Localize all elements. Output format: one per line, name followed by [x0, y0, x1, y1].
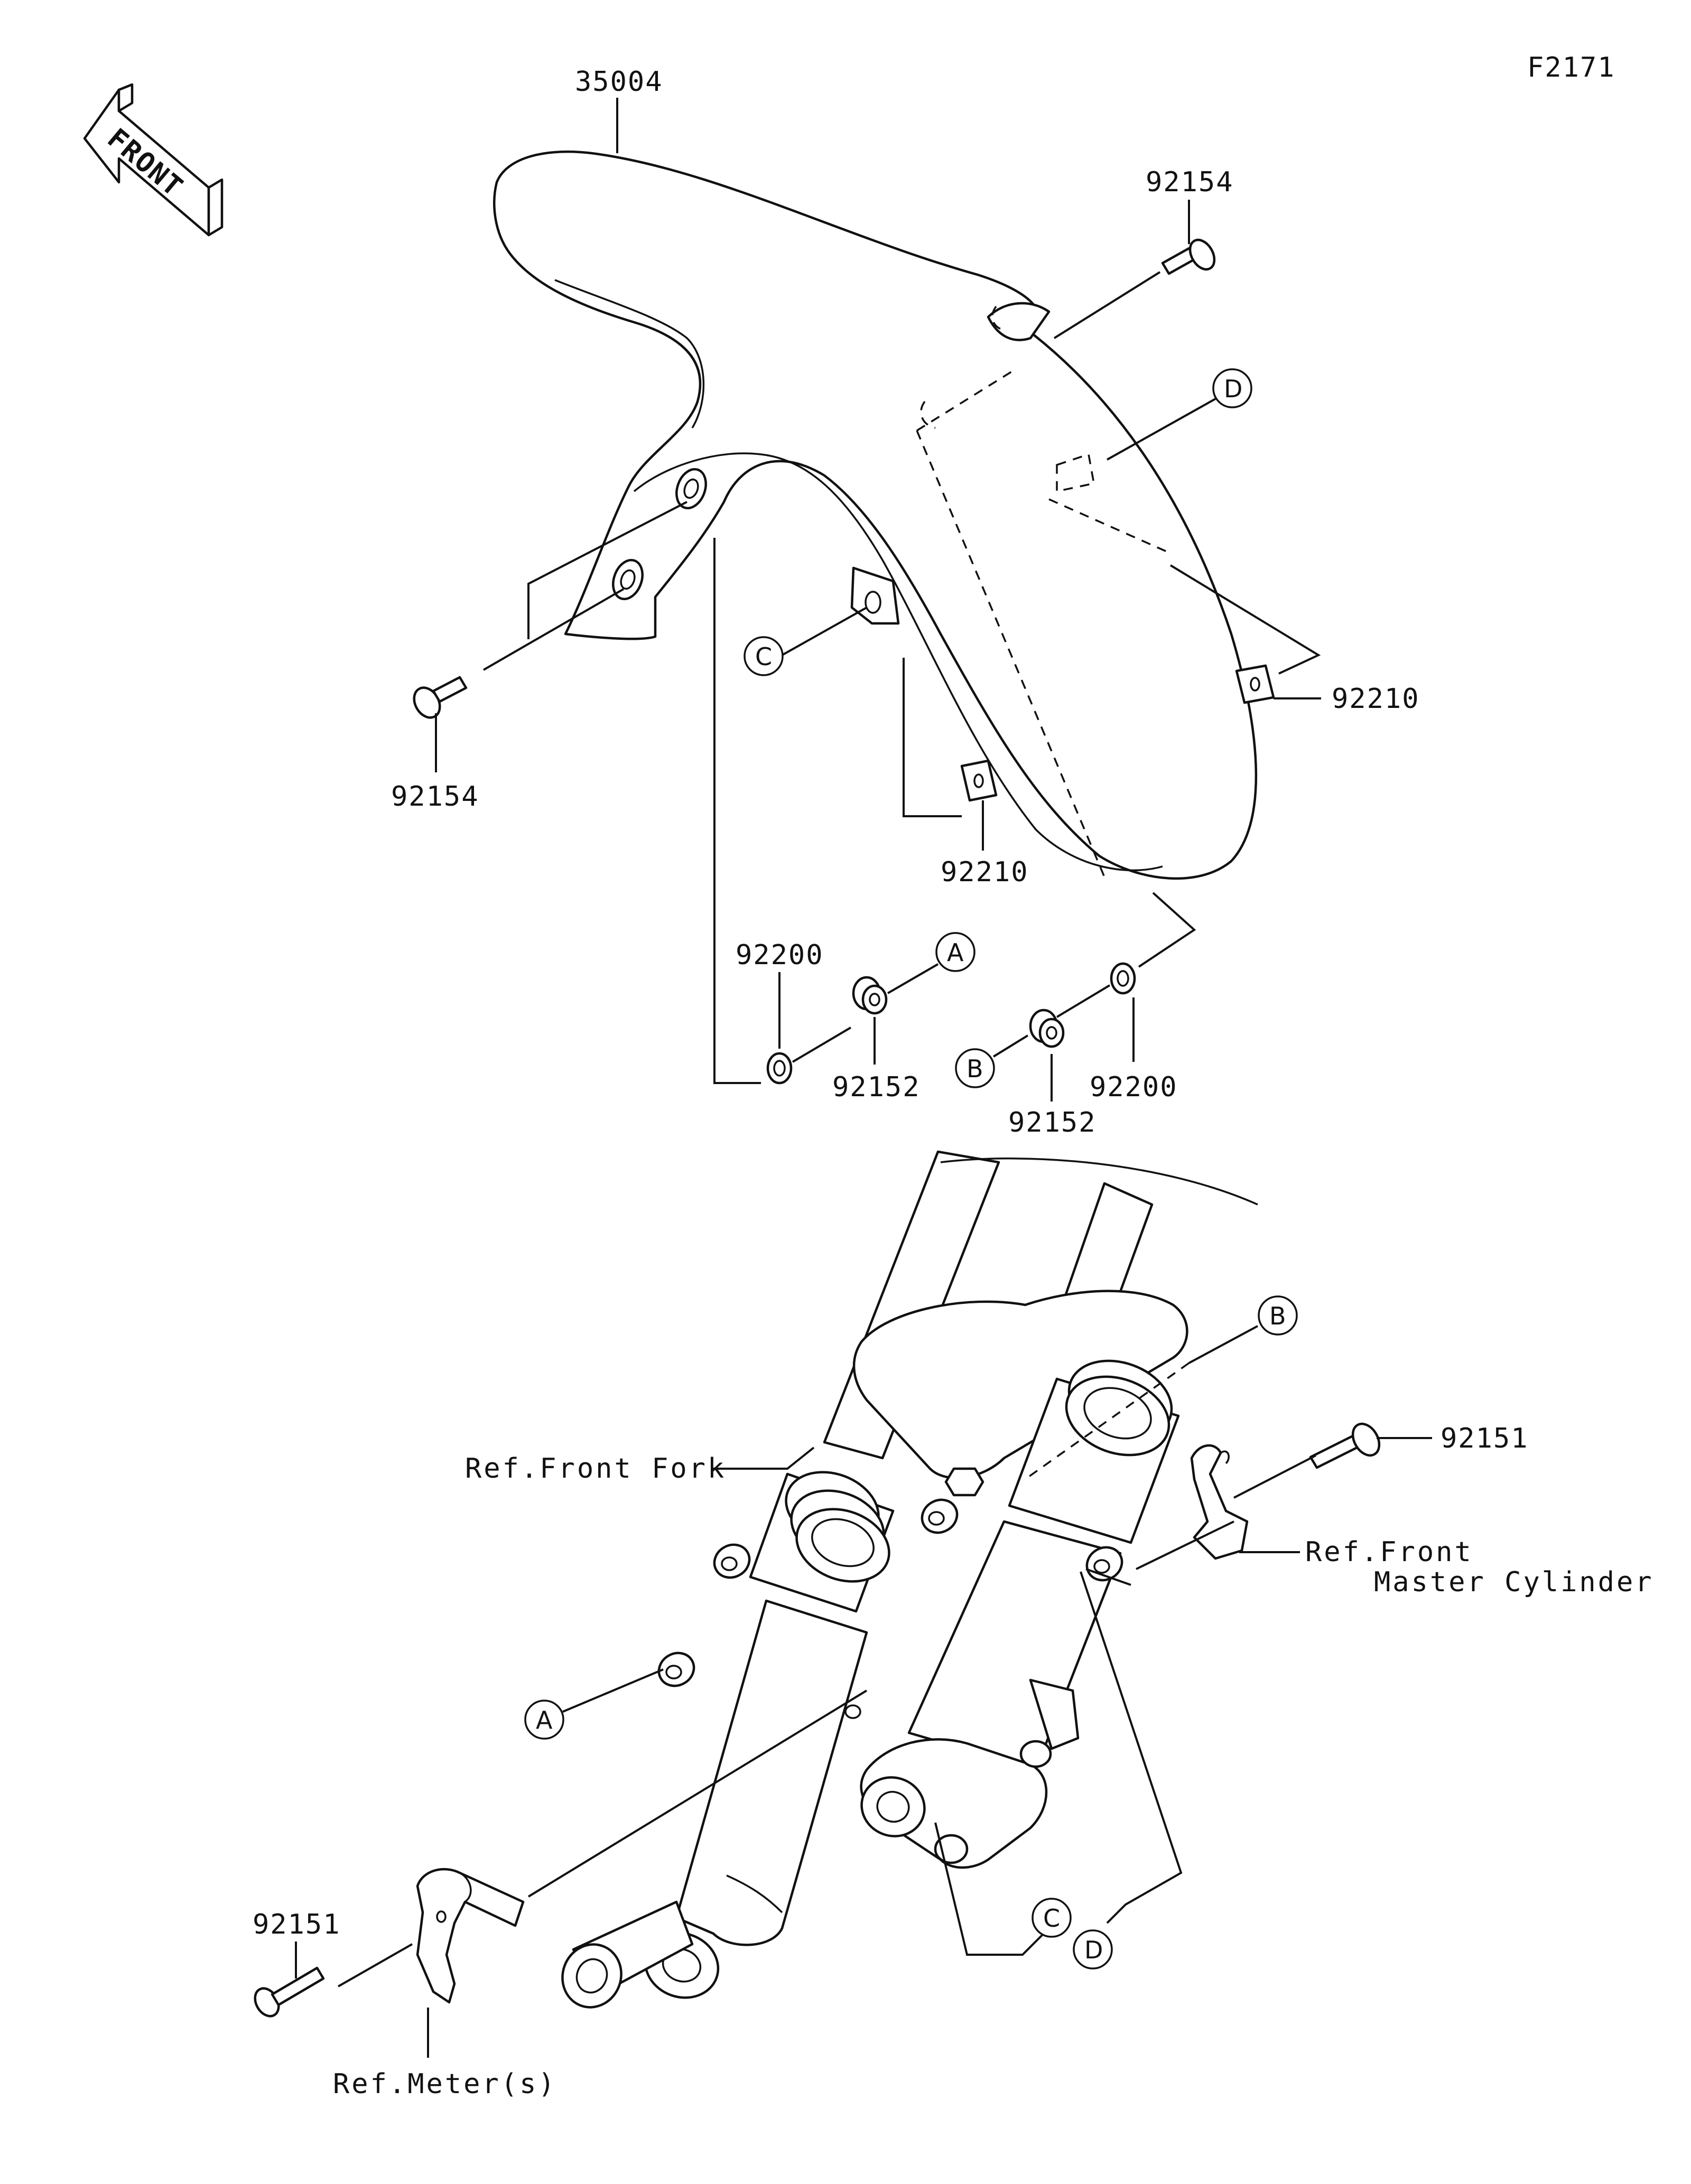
label-92152-left: 92152	[832, 1071, 921, 1103]
label-92200-right: 92200	[1090, 1071, 1178, 1103]
nut-92210-center	[960, 759, 998, 802]
callout-a-top: A	[947, 938, 964, 967]
bolt-92151-master-cylinder	[1309, 1422, 1381, 1469]
ref-meter: Ref.Meter(s)	[333, 2068, 557, 2100]
front-fork-assembly	[561, 1150, 1258, 2009]
collar-92152-left	[852, 976, 888, 1015]
label-92210-center: 92210	[941, 856, 1029, 888]
callout-c-top: C	[755, 642, 772, 671]
front-direction-arrow-icon: FRONT	[83, 83, 224, 237]
washer-92200-right	[1110, 962, 1136, 995]
bolt-92154-top	[1161, 238, 1216, 275]
callout-d-bottom: D	[1084, 1936, 1103, 1964]
label-92154-top: 92154	[1146, 166, 1234, 198]
figure-code: F2171	[1527, 52, 1615, 83]
callout-d-top: D	[1224, 375, 1242, 403]
label-92152-right: 92152	[1008, 1107, 1097, 1138]
label-92210-right: 92210	[1332, 683, 1420, 715]
ref-front-master-cylinder-line2: Master Cylinder	[1374, 1566, 1654, 1598]
callout-c-bottom: C	[1043, 1904, 1060, 1933]
label-92151-meter: 92151	[253, 1909, 341, 1940]
washer-92200-left	[766, 1052, 793, 1085]
bolt-92154-left	[413, 676, 468, 719]
label-92154-left: 92154	[391, 781, 479, 813]
meter-bracket	[416, 1868, 525, 2004]
ref-front-fork: Ref.Front Fork	[465, 1453, 726, 1485]
callout-b-bottom: B	[1269, 1302, 1286, 1330]
label-92200-left: 92200	[736, 939, 824, 971]
callout-b-top: B	[967, 1054, 983, 1083]
collar-92152-right	[1029, 1009, 1065, 1048]
bolt-92151-meter	[254, 1966, 325, 2018]
front-fender-35004	[493, 150, 1258, 880]
ref-front-master-cylinder-line1: Ref.Front	[1305, 1536, 1473, 1568]
callout-a-bottom: A	[536, 1706, 553, 1734]
master-cylinder-bracket	[1190, 1444, 1249, 1560]
label-35004: 35004	[575, 66, 663, 98]
nut-92210-right	[1235, 664, 1275, 704]
label-92151-master-cylinder: 92151	[1441, 1423, 1529, 1454]
